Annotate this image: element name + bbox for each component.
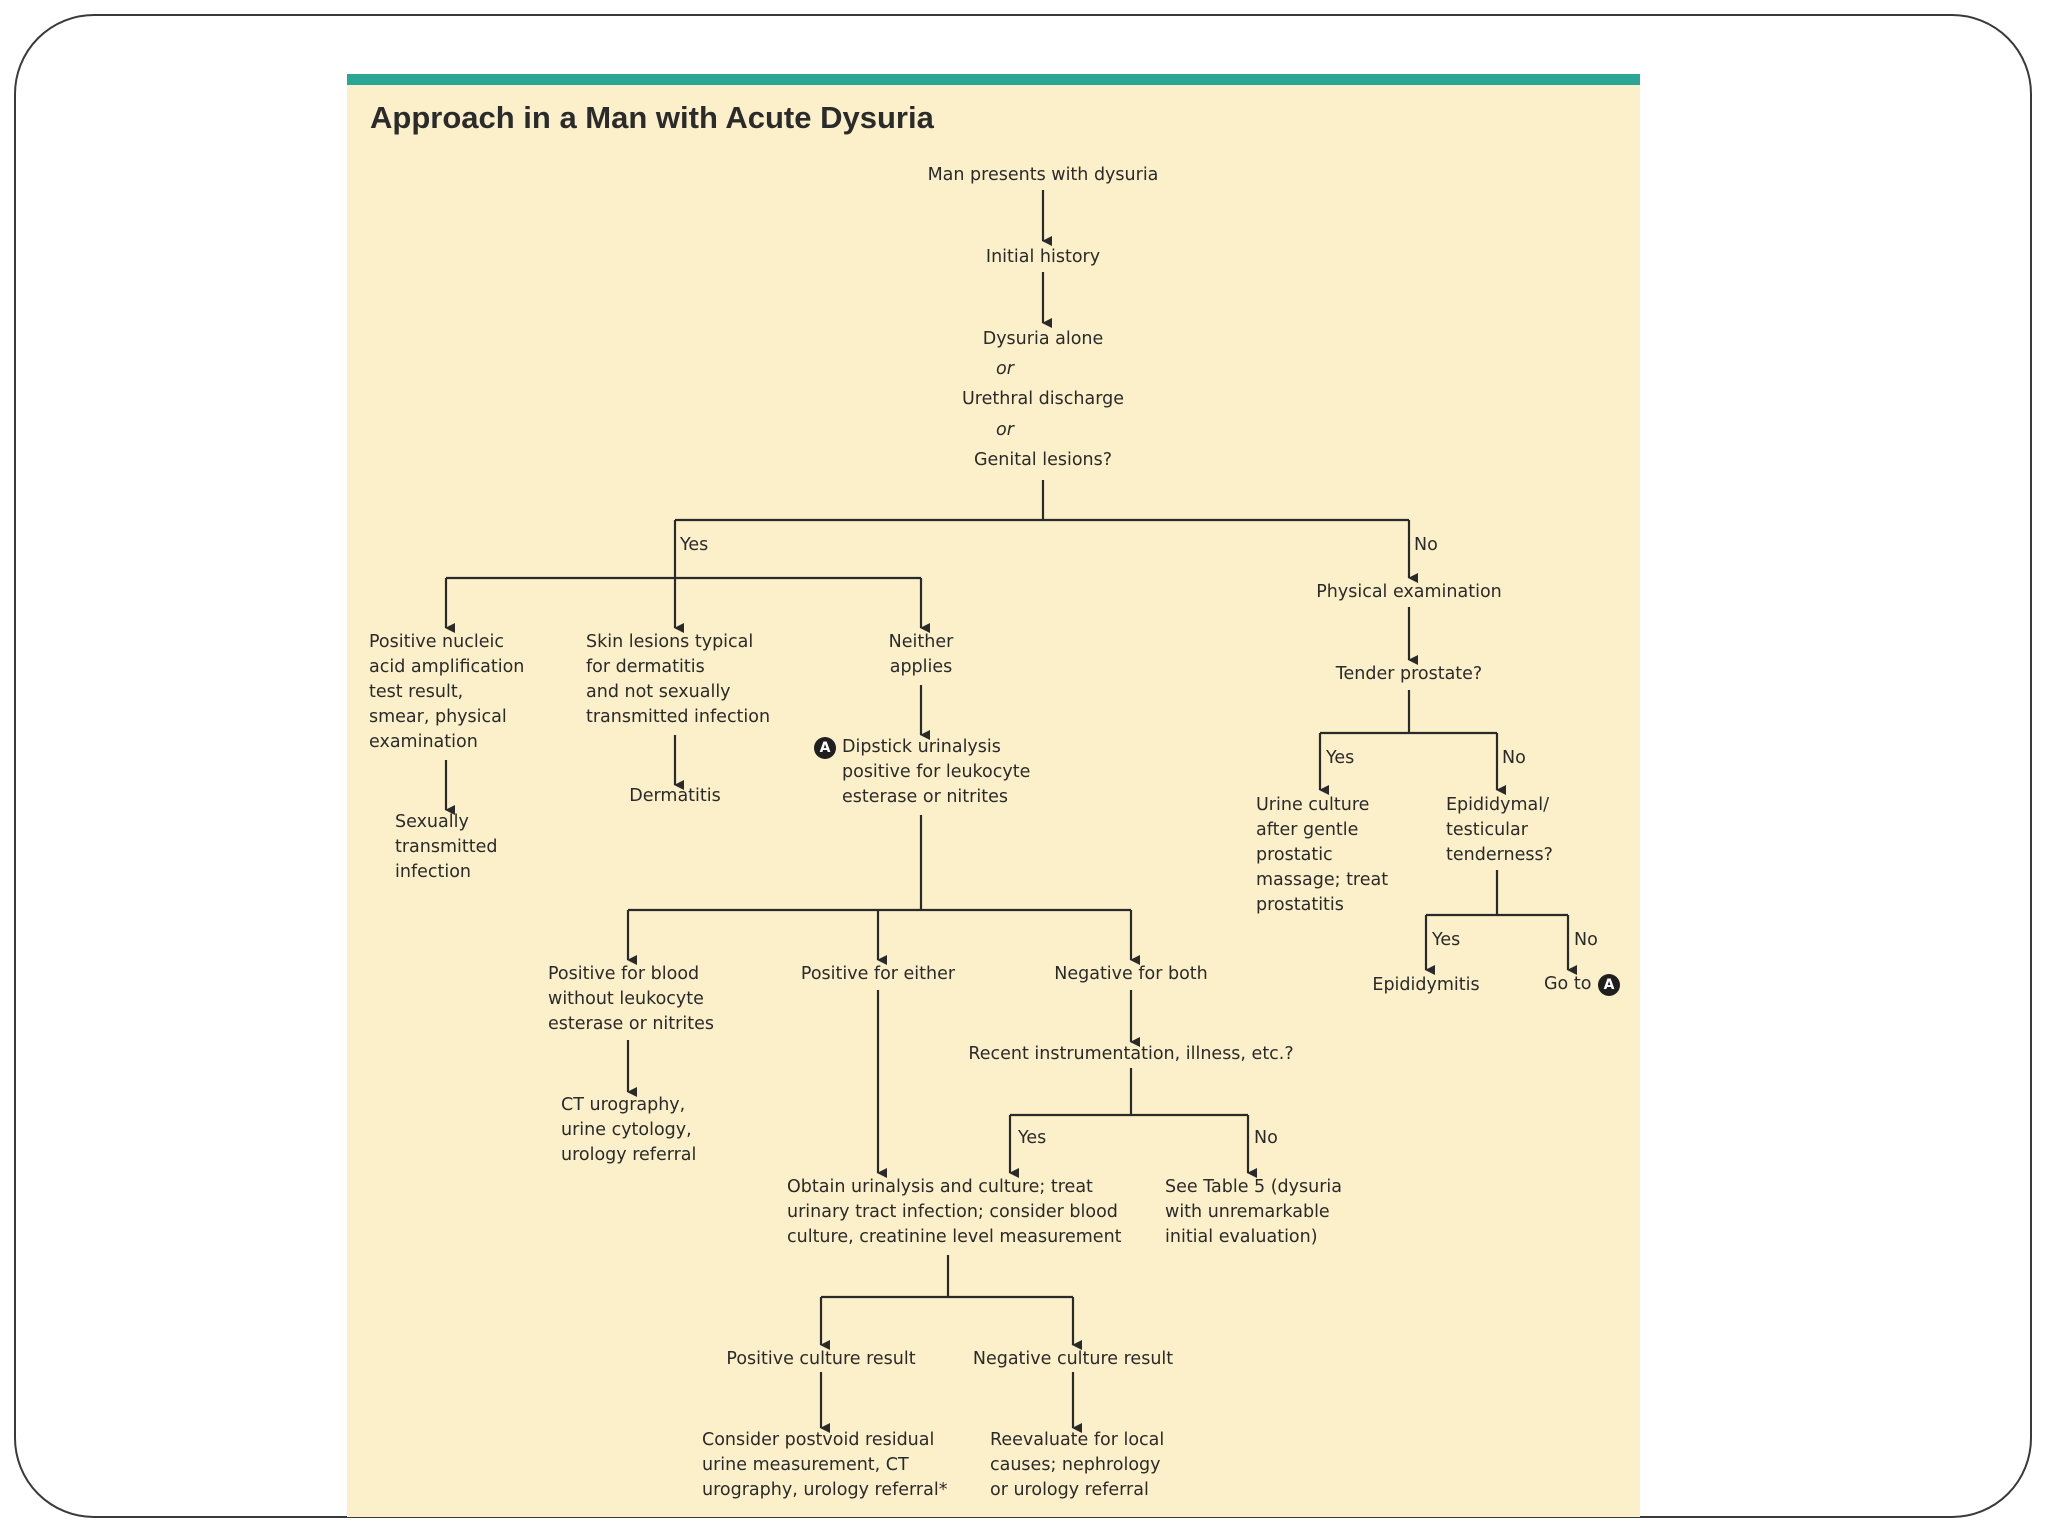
node-question-or1: or — [996, 359, 1014, 379]
node-positive-blood: Positive for blood without leukocyte est… — [548, 964, 714, 1034]
figure-title: Approach in a Man with Acute Dysuria — [370, 100, 934, 135]
node-start: Man presents with dysuria — [927, 165, 1159, 185]
label-no-epididymal: No — [1574, 930, 1598, 950]
node-physical-examination: Physical examination — [1316, 582, 1502, 602]
label-yes-epididymal: Yes — [1432, 930, 1461, 950]
node-go-to: Go to — [1544, 974, 1592, 994]
node-tender-prostate: Tender prostate? — [1335, 664, 1483, 684]
label-yes-prostate: Yes — [1326, 748, 1355, 768]
figure-accent-bar — [347, 74, 1640, 85]
node-recent-instrumentation: Recent instrumentation, illness, etc.? — [968, 1044, 1294, 1064]
label-yes-main: Yes — [680, 535, 709, 555]
label-no-recent: No — [1254, 1128, 1278, 1148]
node-consider-postvoid: Consider postvoid residual urine measure… — [702, 1430, 948, 1500]
node-question-line1: Dysuria alone — [982, 329, 1104, 349]
label-yes-recent: Yes — [1018, 1128, 1047, 1148]
node-positive-either: Positive for either — [800, 964, 956, 984]
badge-a-icon: A — [814, 737, 836, 759]
node-negative-culture: Negative culture result — [972, 1349, 1174, 1369]
node-neither: Neither applies — [888, 632, 954, 677]
node-question-line3: Genital lesions? — [973, 450, 1113, 470]
node-question-line2: Urethral discharge — [962, 389, 1124, 409]
node-epididymitis: Epididymitis — [1372, 975, 1480, 995]
node-skin-lesions: Skin lesions typical for dermatitis and … — [586, 632, 771, 727]
node-urine-culture: Urine culture after gentle prostatic mas… — [1256, 795, 1389, 915]
node-naat: Positive nucleic acid amplification test… — [369, 632, 525, 752]
node-ct-urography: CT urography, urine cytology, urology re… — [561, 1095, 697, 1165]
node-see-table-5: See Table 5 (dysuria with unremarkable i… — [1165, 1177, 1342, 1247]
node-reevaluate: Reevaluate for local causes; nephrology … — [990, 1430, 1165, 1500]
node-sti: Sexually transmitted infection — [395, 812, 498, 882]
node-obtain-urinalysis: Obtain urinalysis and culture; treat uri… — [787, 1177, 1122, 1247]
figure-panel — [347, 74, 1640, 1517]
node-dipstick: Dipstick urinalysis positive for leukocy… — [842, 737, 1031, 807]
node-question-or2: or — [996, 420, 1014, 440]
node-dermatitis: Dermatitis — [629, 786, 721, 806]
node-epididymal-tenderness: Epididymal/ testicular tenderness? — [1446, 795, 1553, 865]
label-no-prostate: No — [1502, 748, 1526, 768]
node-negative-both: Negative for both — [1054, 964, 1208, 984]
badge-a-icon: A — [1598, 974, 1620, 996]
node-positive-culture: Positive culture result — [726, 1349, 916, 1369]
node-initial-history: Initial history — [985, 247, 1101, 267]
label-no-main: No — [1414, 535, 1438, 555]
